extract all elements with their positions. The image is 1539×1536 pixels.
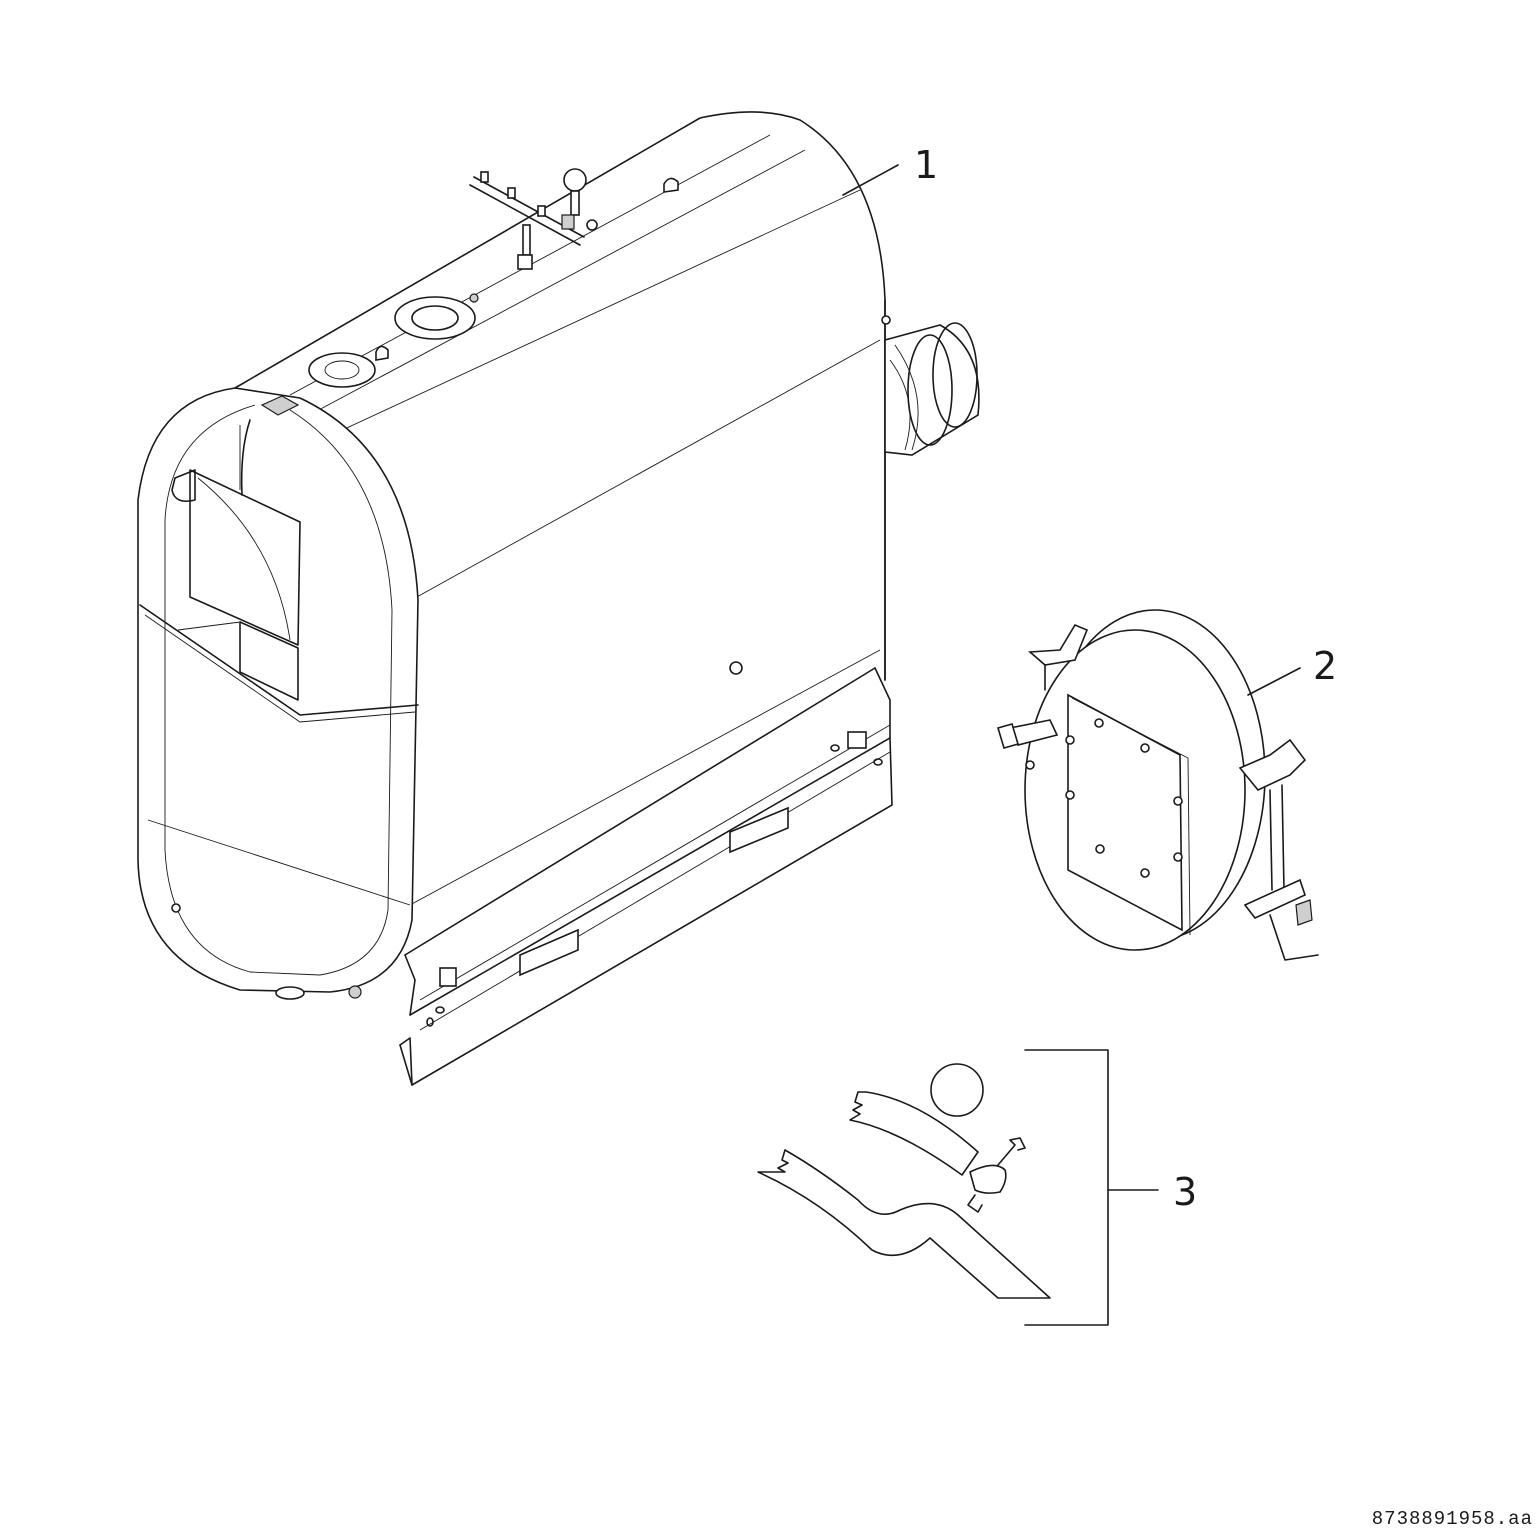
- installation-service-symbol: [757, 1063, 1051, 1299]
- boiler-body: [137, 111, 980, 1086]
- flue-connector: [884, 322, 980, 456]
- base-frame: [399, 667, 893, 1086]
- flange-small: [308, 352, 376, 388]
- flange-large: [394, 296, 476, 340]
- document-id: 8738891958.aa: [1371, 1508, 1533, 1530]
- leader-line-1: [842, 164, 899, 196]
- pressure-manifold: [469, 168, 598, 270]
- callout-label-1: 1: [914, 143, 939, 187]
- group-bracket-3: [1024, 1049, 1109, 1326]
- burner-door-plate: [997, 609, 1319, 961]
- callout-label-2: 2: [1313, 644, 1338, 688]
- leader-line-2: [1247, 667, 1301, 696]
- callout-label-3: 3: [1173, 1170, 1198, 1214]
